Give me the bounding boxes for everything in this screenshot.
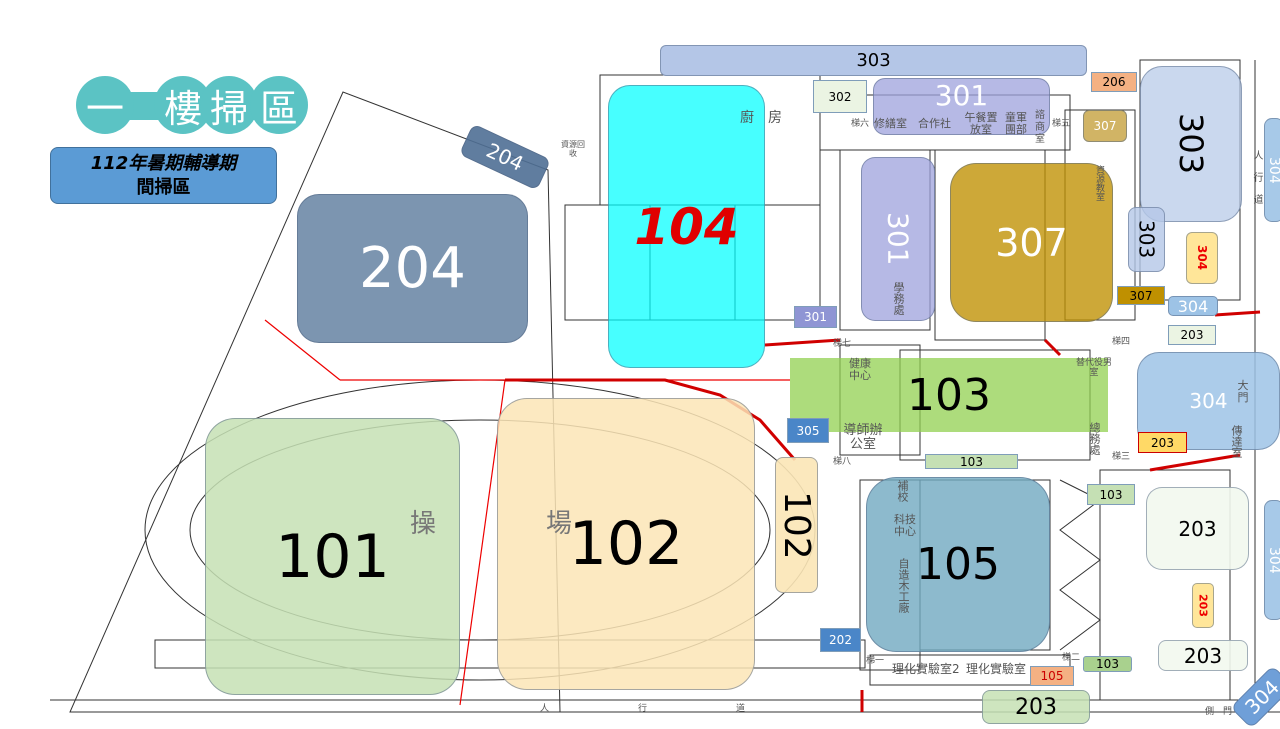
zone-303-top[interactable]: 303 <box>660 45 1087 76</box>
title-char: 掃 <box>200 76 258 134</box>
zone-203-bottom[interactable]: 203 <box>982 690 1090 724</box>
zone-label: 203 <box>1196 594 1210 617</box>
room-guard: 傳達室 <box>1230 425 1243 458</box>
zone-304-small[interactable]: 304 <box>1186 232 1218 284</box>
callout-307[interactable]: 307 <box>1117 286 1165 305</box>
room-recycle: 資源回收 <box>561 140 585 158</box>
zone-203-bottom-right[interactable]: 203 <box>1158 640 1248 671</box>
zone-304-edge-top[interactable]: 304 <box>1264 118 1280 222</box>
room-gate: 大門 <box>1237 379 1249 404</box>
room-sidewalk-vertical: 人行道 <box>1251 150 1262 216</box>
zone-105[interactable]: 105 <box>866 477 1050 652</box>
subtitle-line2: 間掃區 <box>136 177 191 198</box>
zone-101[interactable]: 101 <box>205 418 460 695</box>
zone-label: 304 <box>1266 546 1280 574</box>
room-tutor: 導師辦公室 <box>843 423 883 452</box>
room-stair2: 梯二 <box>1062 653 1081 663</box>
callout-103[interactable]: 103 <box>1087 484 1135 505</box>
zone-103-bottom[interactable]: 103 <box>1083 656 1132 672</box>
room-general: 總務處 <box>1088 422 1101 455</box>
room-coop: 合作社 <box>918 117 951 130</box>
zone-203-small[interactable]: 203 <box>1192 583 1214 628</box>
callout-301[interactable]: 301 <box>794 306 837 328</box>
room-substitute: 替代役男室 <box>1076 358 1113 378</box>
room-stair3: 梯三 <box>1112 452 1131 462</box>
room-lab: 理化實驗室 <box>966 662 1027 676</box>
room-sidewalk: 人 行 道 <box>540 704 786 714</box>
callout-305[interactable]: 305 <box>787 418 829 443</box>
zone-label: 102 <box>776 490 817 560</box>
room-tech: 科技中心 <box>894 513 916 538</box>
zone-301-vertical[interactable]: 301 <box>861 157 935 321</box>
room-field-1: 操 <box>410 509 437 539</box>
room-supplement: 補校 <box>896 480 909 502</box>
callout-203-yellow[interactable]: 203 <box>1138 432 1187 453</box>
zone-label: 304 <box>1266 156 1280 184</box>
room-health: 健康中心 <box>849 357 871 382</box>
callout-206[interactable]: 206 <box>1091 72 1137 92</box>
zone-303-right[interactable]: 303 <box>1140 66 1242 222</box>
room-lab2: 理化實驗室2 <box>892 662 960 676</box>
zone-203-right[interactable]: 203 <box>1146 487 1249 570</box>
title-char: 一 <box>76 76 134 134</box>
zone-301-top[interactable]: 301 <box>873 78 1050 135</box>
room-resource: 資源教室 <box>1094 165 1104 201</box>
room-counsel: 諮商室 <box>1035 110 1045 145</box>
room-stair8: 梯八 <box>833 457 852 467</box>
zone-102[interactable]: 102 <box>497 398 755 690</box>
zone-307[interactable]: 307 <box>950 163 1113 322</box>
zone-303-small[interactable]: 303 <box>1128 207 1165 272</box>
zone-label: 304 <box>1195 245 1209 271</box>
zone-307-small[interactable]: 307 <box>1083 110 1127 142</box>
zone-label: 303 <box>1172 113 1210 175</box>
zone-103[interactable]: 103 <box>790 358 1108 432</box>
title-char: 區 <box>250 76 308 134</box>
room-sidegate: 側 門 <box>1205 707 1233 717</box>
callout-203[interactable]: 203 <box>1168 325 1216 345</box>
room-stair7: 梯七 <box>833 339 852 349</box>
room-military: 童軍團部 <box>1005 111 1027 136</box>
room-wood: 自造木工廠 <box>897 558 910 613</box>
zone-204[interactable]: 204 <box>297 194 528 343</box>
zone-label: 301 <box>881 212 915 266</box>
zone-103-strip[interactable]: 103 <box>925 454 1018 469</box>
room-lunch: 午餐置放室 <box>964 111 998 136</box>
zone-104[interactable]: 104 <box>608 85 765 368</box>
room-repair: 修繕室 <box>874 117 907 130</box>
room-stair4: 梯四 <box>1112 337 1131 347</box>
zone-304-gate[interactable]: 304 <box>1137 352 1280 450</box>
subtitle-box: 112年暑期輔導期 間掃區 <box>50 147 277 204</box>
callout-302[interactable]: 302 <box>813 80 867 113</box>
zone-304-edge-bottom[interactable]: 304 <box>1264 500 1280 620</box>
callout-105[interactable]: 105 <box>1030 666 1074 686</box>
zone-102-narrow[interactable]: 102 <box>775 457 818 593</box>
room-kitchen: 廚 房 <box>740 110 782 126</box>
room-field-2: 場 <box>546 509 573 539</box>
subtitle-line1: 112年暑期輔導期 <box>90 153 237 174</box>
zone-304-bar[interactable]: 304 <box>1168 296 1218 316</box>
room-academic: 學務處 <box>892 282 905 315</box>
zone-label: 303 <box>1134 220 1159 259</box>
room-stair6: 梯六 <box>851 119 870 129</box>
callout-202[interactable]: 202 <box>820 628 861 652</box>
room-stair5: 梯五 <box>1052 119 1071 129</box>
room-stair1: 梯一 <box>866 656 885 666</box>
